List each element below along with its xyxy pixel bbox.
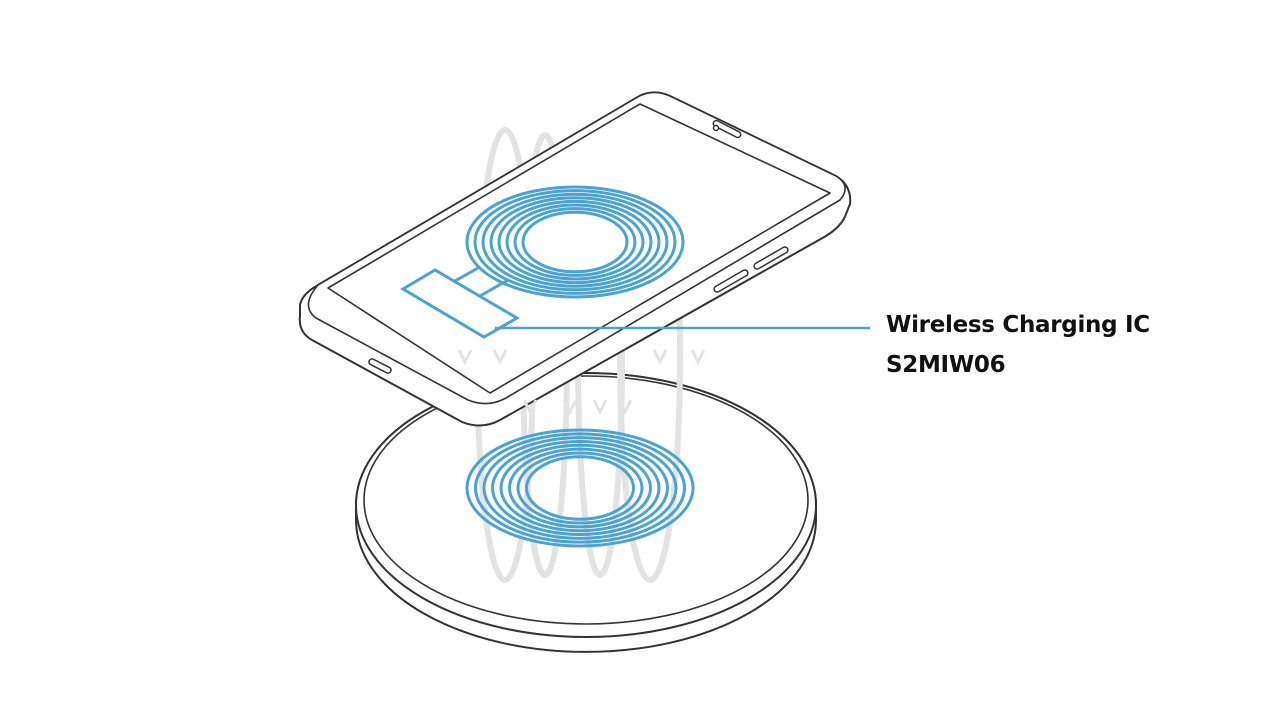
wireless-charging-ic <box>400 266 870 339</box>
coil-turn <box>497 199 653 285</box>
coil-turn <box>489 196 661 288</box>
coil-turn <box>505 203 645 281</box>
transmitter-coil <box>465 428 695 548</box>
coil-turn <box>521 210 629 274</box>
coil-turn <box>525 455 635 521</box>
phone <box>298 91 852 427</box>
receiver-coil <box>465 185 685 299</box>
field-arrow <box>690 349 706 366</box>
magnetic-field-lines-front <box>457 349 706 416</box>
field-arrow <box>652 349 668 366</box>
field-arrow <box>457 349 473 366</box>
field-arrow <box>492 349 508 366</box>
field-arrow <box>592 399 608 416</box>
coil-turn <box>474 432 686 544</box>
coil-turn <box>513 207 637 277</box>
coil-turn <box>465 185 685 299</box>
callout-title: Wireless Charging IC <box>886 312 1150 338</box>
coil-turn <box>499 443 661 533</box>
field-arrow <box>562 399 578 416</box>
field-arrow <box>522 399 538 416</box>
coil-turn <box>473 189 677 295</box>
coil-turn <box>482 436 678 540</box>
coil-turn <box>491 439 669 537</box>
field-arrow <box>617 399 633 416</box>
coil-turn <box>508 447 652 529</box>
callout-part-number: S2MIW06 <box>886 352 1006 378</box>
coil-turn <box>481 192 669 292</box>
coil-turn <box>516 451 644 525</box>
coil-turn <box>465 428 695 548</box>
